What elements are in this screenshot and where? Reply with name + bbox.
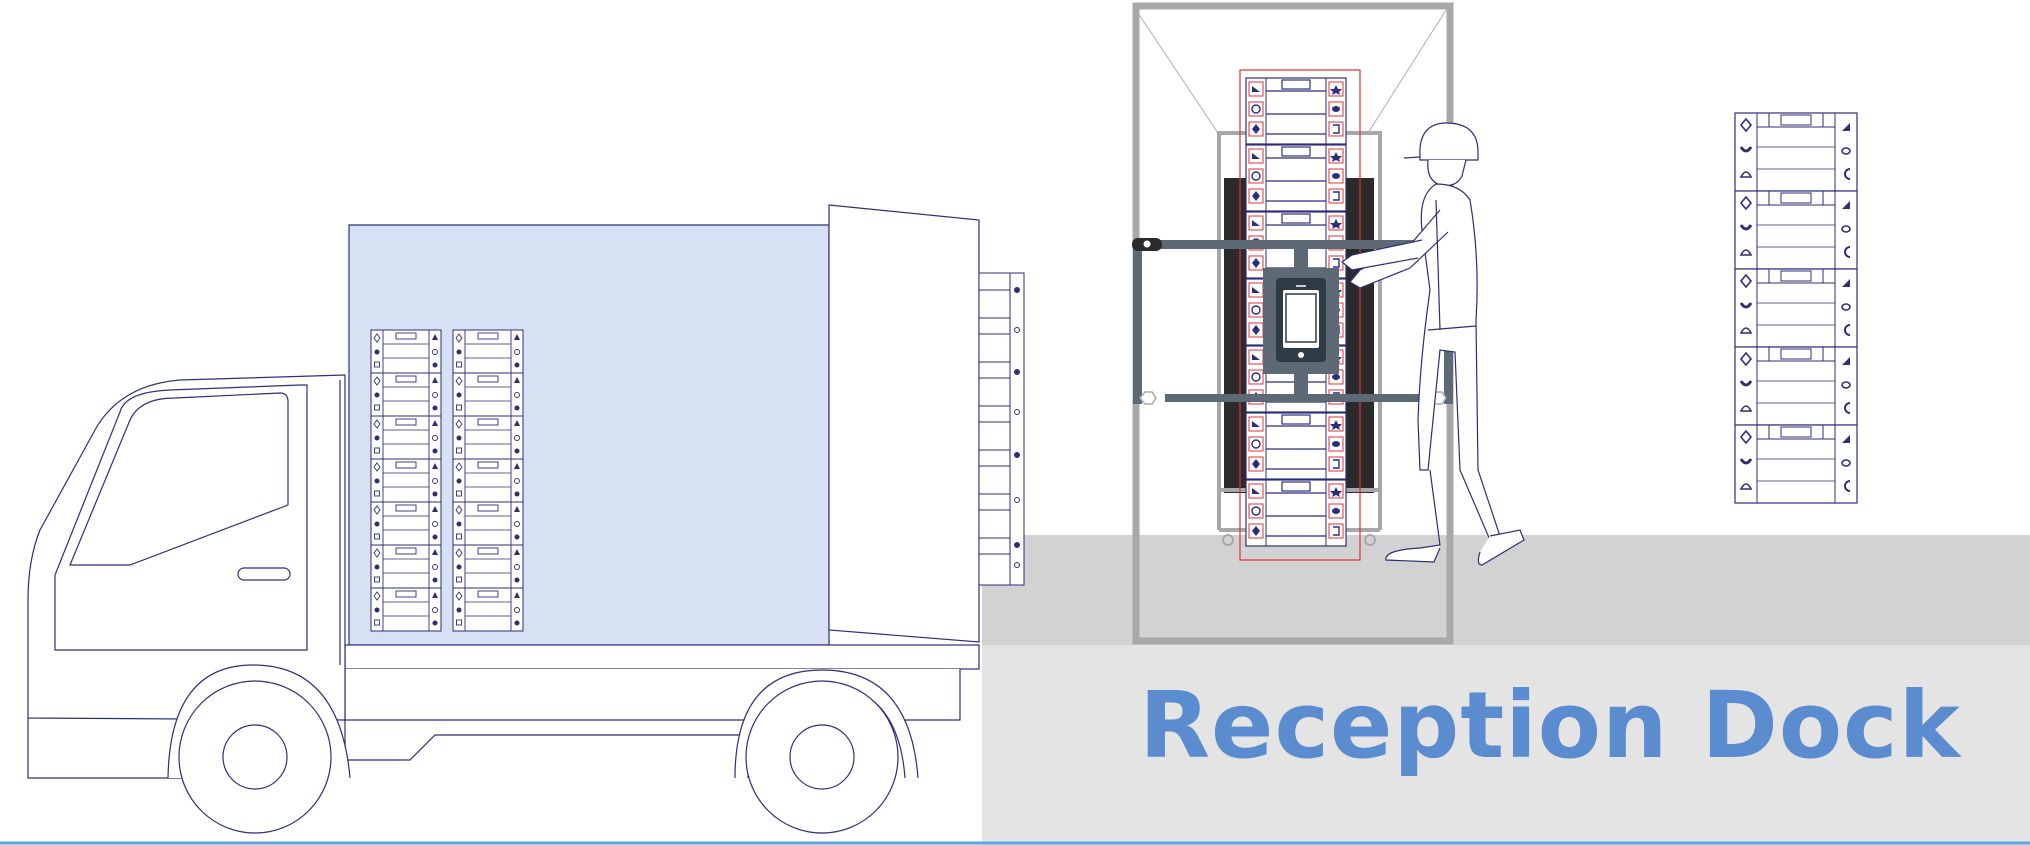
cab-window: [69, 392, 289, 566]
scan-gate-icon: [1132, 2, 1454, 645]
dock-floor: [982, 535, 2030, 845]
crate-stack-icon: [452, 329, 524, 632]
truck-icon: [27, 204, 980, 834]
crate-stack-icon: [1733, 111, 1859, 505]
helmet: [1419, 122, 1479, 161]
page-title: Reception Dock: [1139, 672, 1961, 779]
scan-zone: [1239, 69, 1361, 561]
worker-icon: [1340, 122, 1525, 566]
crate-stack-icon: [978, 272, 1025, 586]
front-wheel: [178, 680, 332, 834]
smartphone-icon: [1276, 278, 1326, 362]
rear-wheel: [745, 680, 899, 834]
crate-stack-icon: [370, 329, 442, 632]
cargo-door: [828, 204, 980, 643]
